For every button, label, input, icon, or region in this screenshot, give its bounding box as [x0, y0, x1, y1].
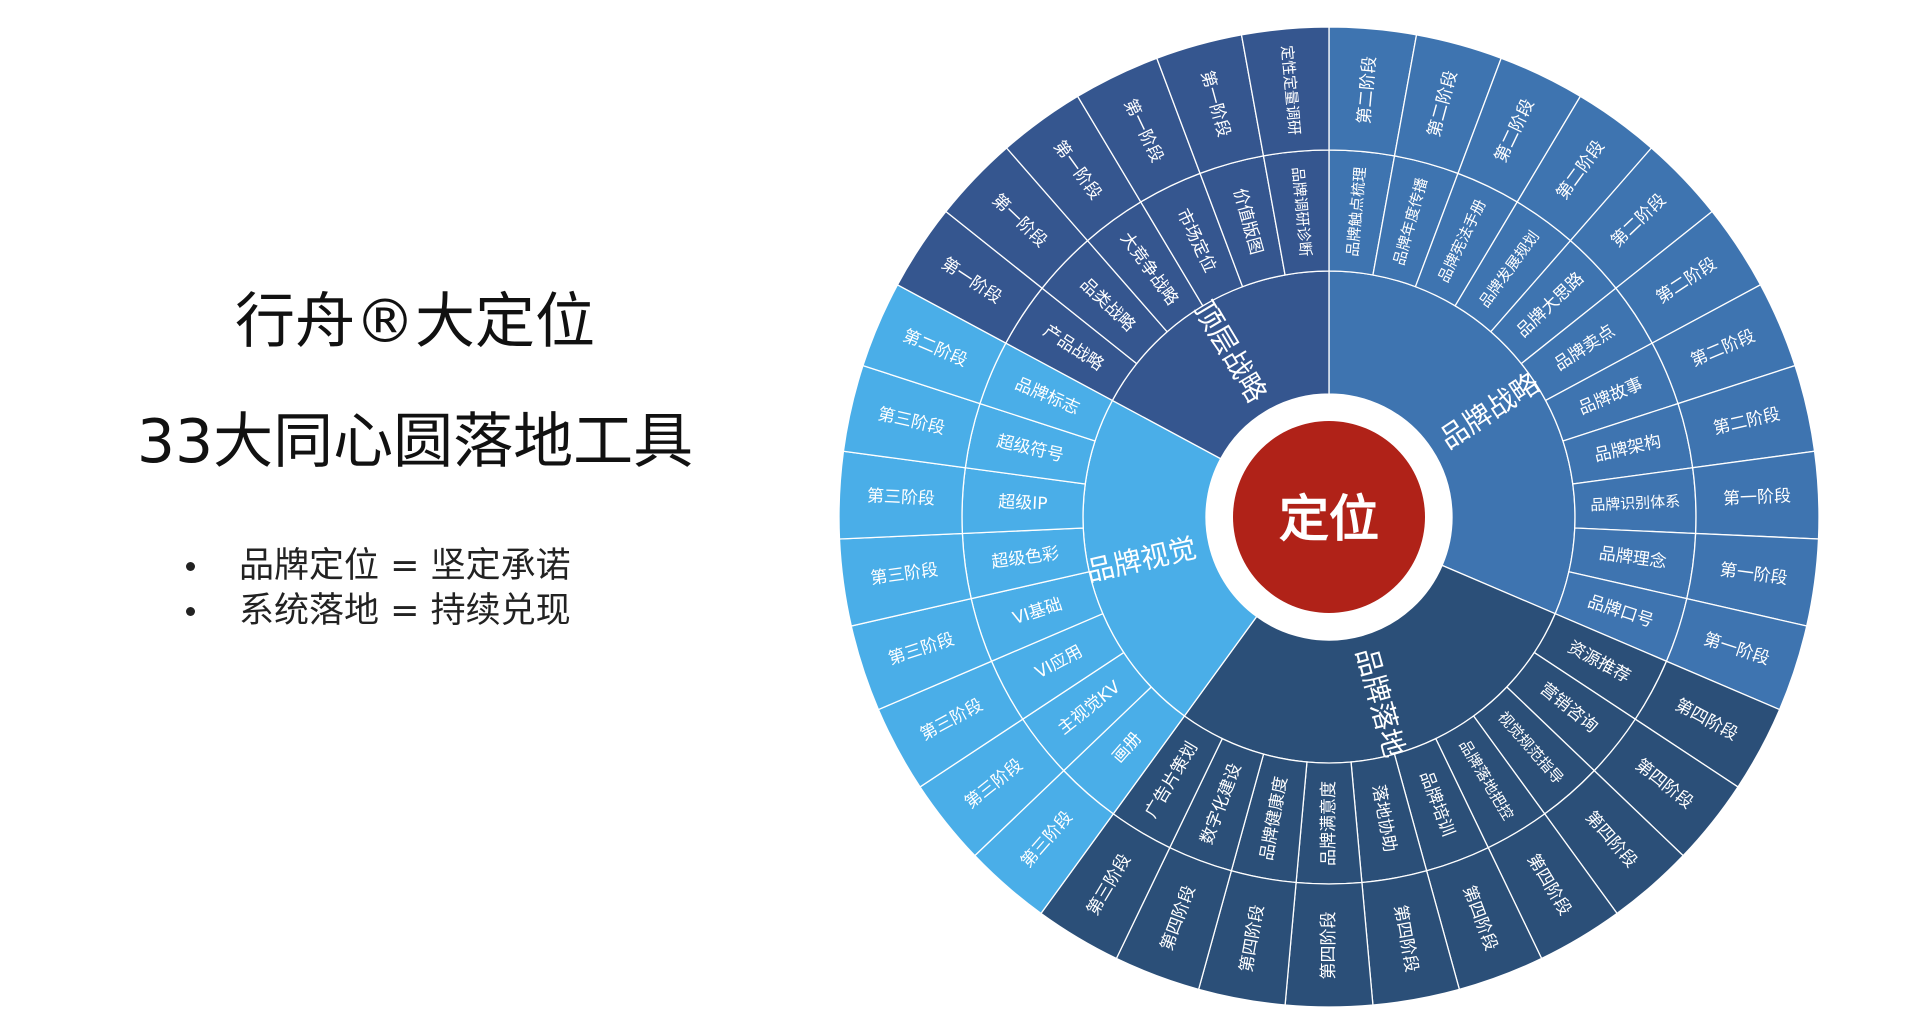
tool-label: 品牌识别体系	[1590, 492, 1681, 514]
bullet-list: 品牌定位 = 坚定承诺 系统落地 = 持续兑现	[186, 544, 571, 634]
segment-ring3	[1240, 26, 1330, 157]
bullet-item: 品牌定位 = 坚定承诺	[186, 544, 571, 589]
bullet-dot-icon	[186, 607, 195, 616]
bullet-item: 系统落地 = 持续兑现	[186, 589, 571, 634]
tool-label: 超级IP	[998, 492, 1048, 514]
tool-label: 品牌满意度	[1319, 781, 1339, 866]
stage-label: 第一阶段	[1723, 486, 1792, 509]
bullet-dot-icon	[186, 562, 195, 571]
stage-label: 第三阶段	[867, 486, 936, 509]
center-label: 定位	[1279, 490, 1379, 548]
bullet-text: 系统落地 = 持续兑现	[239, 591, 571, 631]
bullet-text: 品牌定位 = 坚定承诺	[239, 546, 571, 586]
stage-label: 第四阶段	[1319, 912, 1339, 980]
center-circle	[1233, 421, 1425, 613]
title-line-1: 行舟®大定位	[235, 287, 595, 357]
title-line-2: 33大同心圆落地工具	[136, 407, 694, 477]
